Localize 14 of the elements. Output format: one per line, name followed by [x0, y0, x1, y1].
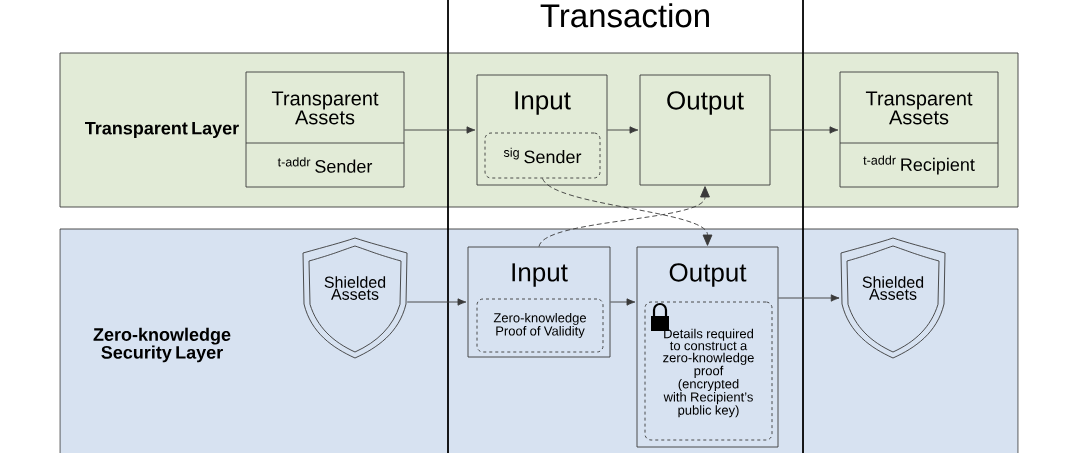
arrow	[542, 178, 713, 246]
arrow	[610, 298, 636, 306]
arrow	[607, 126, 639, 134]
arrow	[778, 294, 840, 302]
frame-title: Transaction	[540, 3, 709, 28]
arrow	[538, 186, 710, 247]
arrow	[406, 298, 467, 306]
dashed-box: Zero-knowledge Proof of Validity	[476, 298, 604, 353]
arrow	[404, 126, 476, 134]
arrow	[770, 126, 839, 134]
asset-box: Transparent Assets $^{t-addr}$ Recipient	[839, 71, 999, 188]
process-box: Output	[639, 74, 771, 186]
dashed-box: $^{sig}$ Sender	[484, 132, 601, 179]
asset-box: Transparent Assets $^{t-addr}$ Sender	[245, 71, 405, 188]
